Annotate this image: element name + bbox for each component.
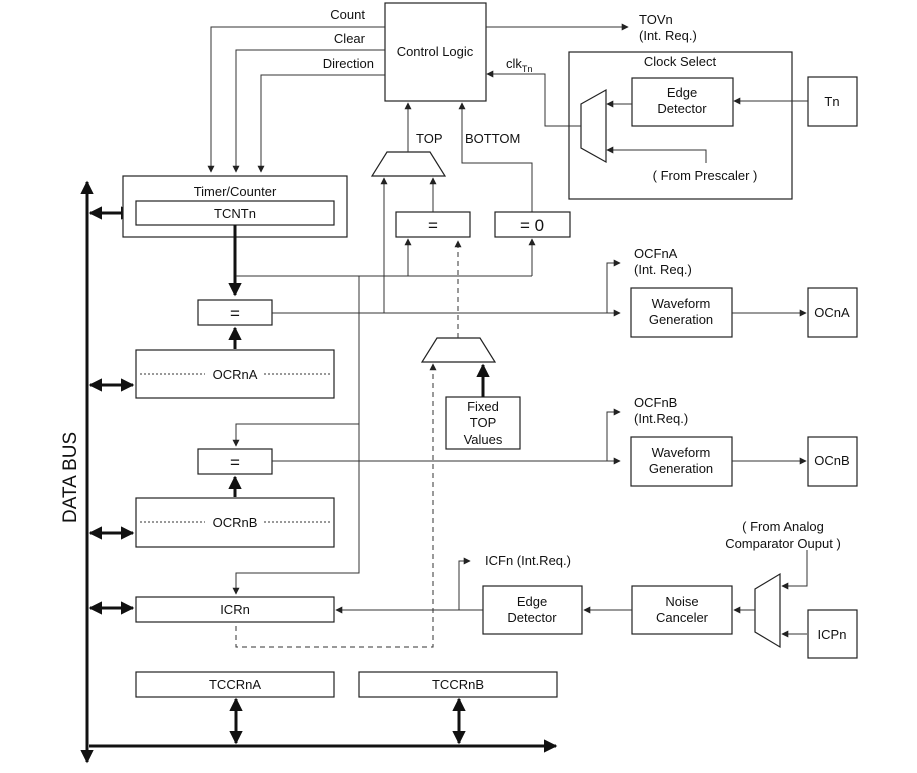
- cmp-b-label: =: [230, 453, 240, 472]
- noise-canceler-label-1: Noise: [665, 594, 698, 609]
- eq-zero-comparator: = 0: [494, 211, 571, 238]
- fixed-top-mux: Fixed TOP Values: [235, 240, 521, 648]
- control-logic-block: Control Logic: [384, 2, 487, 102]
- fixed-top-label-3: Values: [464, 432, 503, 447]
- top-mux: TOP: [370, 102, 447, 177]
- ocfnb-label: OCFnB: [634, 395, 677, 410]
- icpn-label: ICPn: [818, 627, 847, 642]
- analog-comparator-label-2: Comparator Ouput ): [725, 536, 841, 551]
- compare-b: = OCFnB (Int.Req.): [197, 395, 688, 475]
- fixed-top-label-2: TOP: [470, 415, 497, 430]
- count-label: Count: [330, 7, 365, 22]
- ocna-label: OCnA: [814, 305, 850, 320]
- top-label: TOP: [416, 131, 443, 146]
- data-bus-label: DATA BUS: [60, 432, 81, 523]
- ocfna-int-label: (Int. Req.): [634, 262, 692, 277]
- tovn-int-label: (Int. Req.): [639, 28, 697, 43]
- fixed-top-label-1: Fixed: [467, 399, 499, 414]
- icpn-pin: ICPn: [807, 609, 858, 659]
- data-bus: DATA BUS: [60, 180, 558, 764]
- waveform-b-label-2: Generation: [649, 461, 713, 476]
- icfn-label: ICFn (Int.Req.): [485, 553, 571, 568]
- bottom-signal: BOTTOM: [458, 102, 533, 212]
- bottom-label: BOTTOM: [465, 131, 520, 146]
- tccrb-register: TCCRnB: [358, 671, 558, 698]
- ocrb-register: OCRnB: [135, 475, 335, 548]
- waveform-generation-a: Waveform Generation OCnA: [630, 287, 858, 338]
- icr-label: ICRn: [220, 602, 250, 617]
- clk-edge-detector-label-1: Edge: [667, 85, 697, 100]
- waveform-generation-b: Waveform Generation OCnB: [630, 436, 858, 487]
- eq-top-comparator: =: [395, 177, 471, 238]
- tn-label: Tn: [824, 94, 839, 109]
- clk-signal: clkTn: [486, 56, 581, 127]
- waveform-a-label-1: Waveform: [652, 296, 711, 311]
- icp-mux: ( From Analog Comparator Ouput ): [725, 519, 841, 649]
- eq-zero-label: = 0: [520, 216, 544, 235]
- tccra-register: TCCRnA: [135, 671, 335, 698]
- clk-label: clkTn: [506, 56, 532, 74]
- tovn-output: TOVn (Int. Req.): [486, 12, 697, 43]
- ocrb-label: OCRnB: [213, 515, 258, 530]
- tccra-label: TCCRnA: [209, 677, 261, 692]
- noise-canceler-label-2: Canceler: [656, 610, 709, 625]
- direction-label: Direction: [323, 56, 374, 71]
- clock-select-label: Clock Select: [644, 54, 717, 69]
- cmp-a-label: =: [230, 304, 240, 323]
- tcnt-label: TCNTn: [214, 206, 256, 221]
- waveform-b-label-1: Waveform: [652, 445, 711, 460]
- noise-canceler: Noise Canceler: [583, 585, 733, 635]
- tccrb-label: TCCRnB: [432, 677, 484, 692]
- timer-counter-label: Timer/Counter: [194, 184, 277, 199]
- ocra-register: OCRnA: [135, 326, 335, 399]
- tovn-label: TOVn: [639, 12, 673, 27]
- clock-mux: [580, 88, 607, 164]
- clear-label: Clear: [334, 31, 366, 46]
- icp-edge-detector: Edge Detector ICFn (Int.Req.): [458, 553, 583, 635]
- control-logic-label: Control Logic: [397, 44, 474, 59]
- bus-connections: [88, 206, 466, 745]
- tn-pin: Tn: [733, 76, 858, 127]
- eq-top-label: =: [428, 216, 438, 235]
- ocra-label: OCRnA: [213, 367, 258, 382]
- ocfna-label: OCFnA: [634, 246, 678, 261]
- control-signals: Count Clear Direction: [207, 7, 385, 173]
- ocnb-label: OCnB: [814, 453, 849, 468]
- from-prescaler-label: ( From Prescaler ): [653, 168, 758, 183]
- tcnt-bus: [228, 177, 536, 595]
- ocfnb-int-label: (Int.Req.): [634, 411, 688, 426]
- compare-a: = OCFnA (Int. Req.): [197, 246, 692, 326]
- clk-edge-detector-label-2: Detector: [657, 101, 707, 116]
- icp-edge-detector-label-2: Detector: [507, 610, 557, 625]
- waveform-a-label-2: Generation: [649, 312, 713, 327]
- icr-register: ICRn: [135, 596, 483, 623]
- icp-edge-detector-label-1: Edge: [517, 594, 547, 609]
- analog-comparator-label-1: ( From Analog: [742, 519, 824, 534]
- clock-select-block: Clock Select Edge Detector ( From Presca…: [568, 51, 793, 200]
